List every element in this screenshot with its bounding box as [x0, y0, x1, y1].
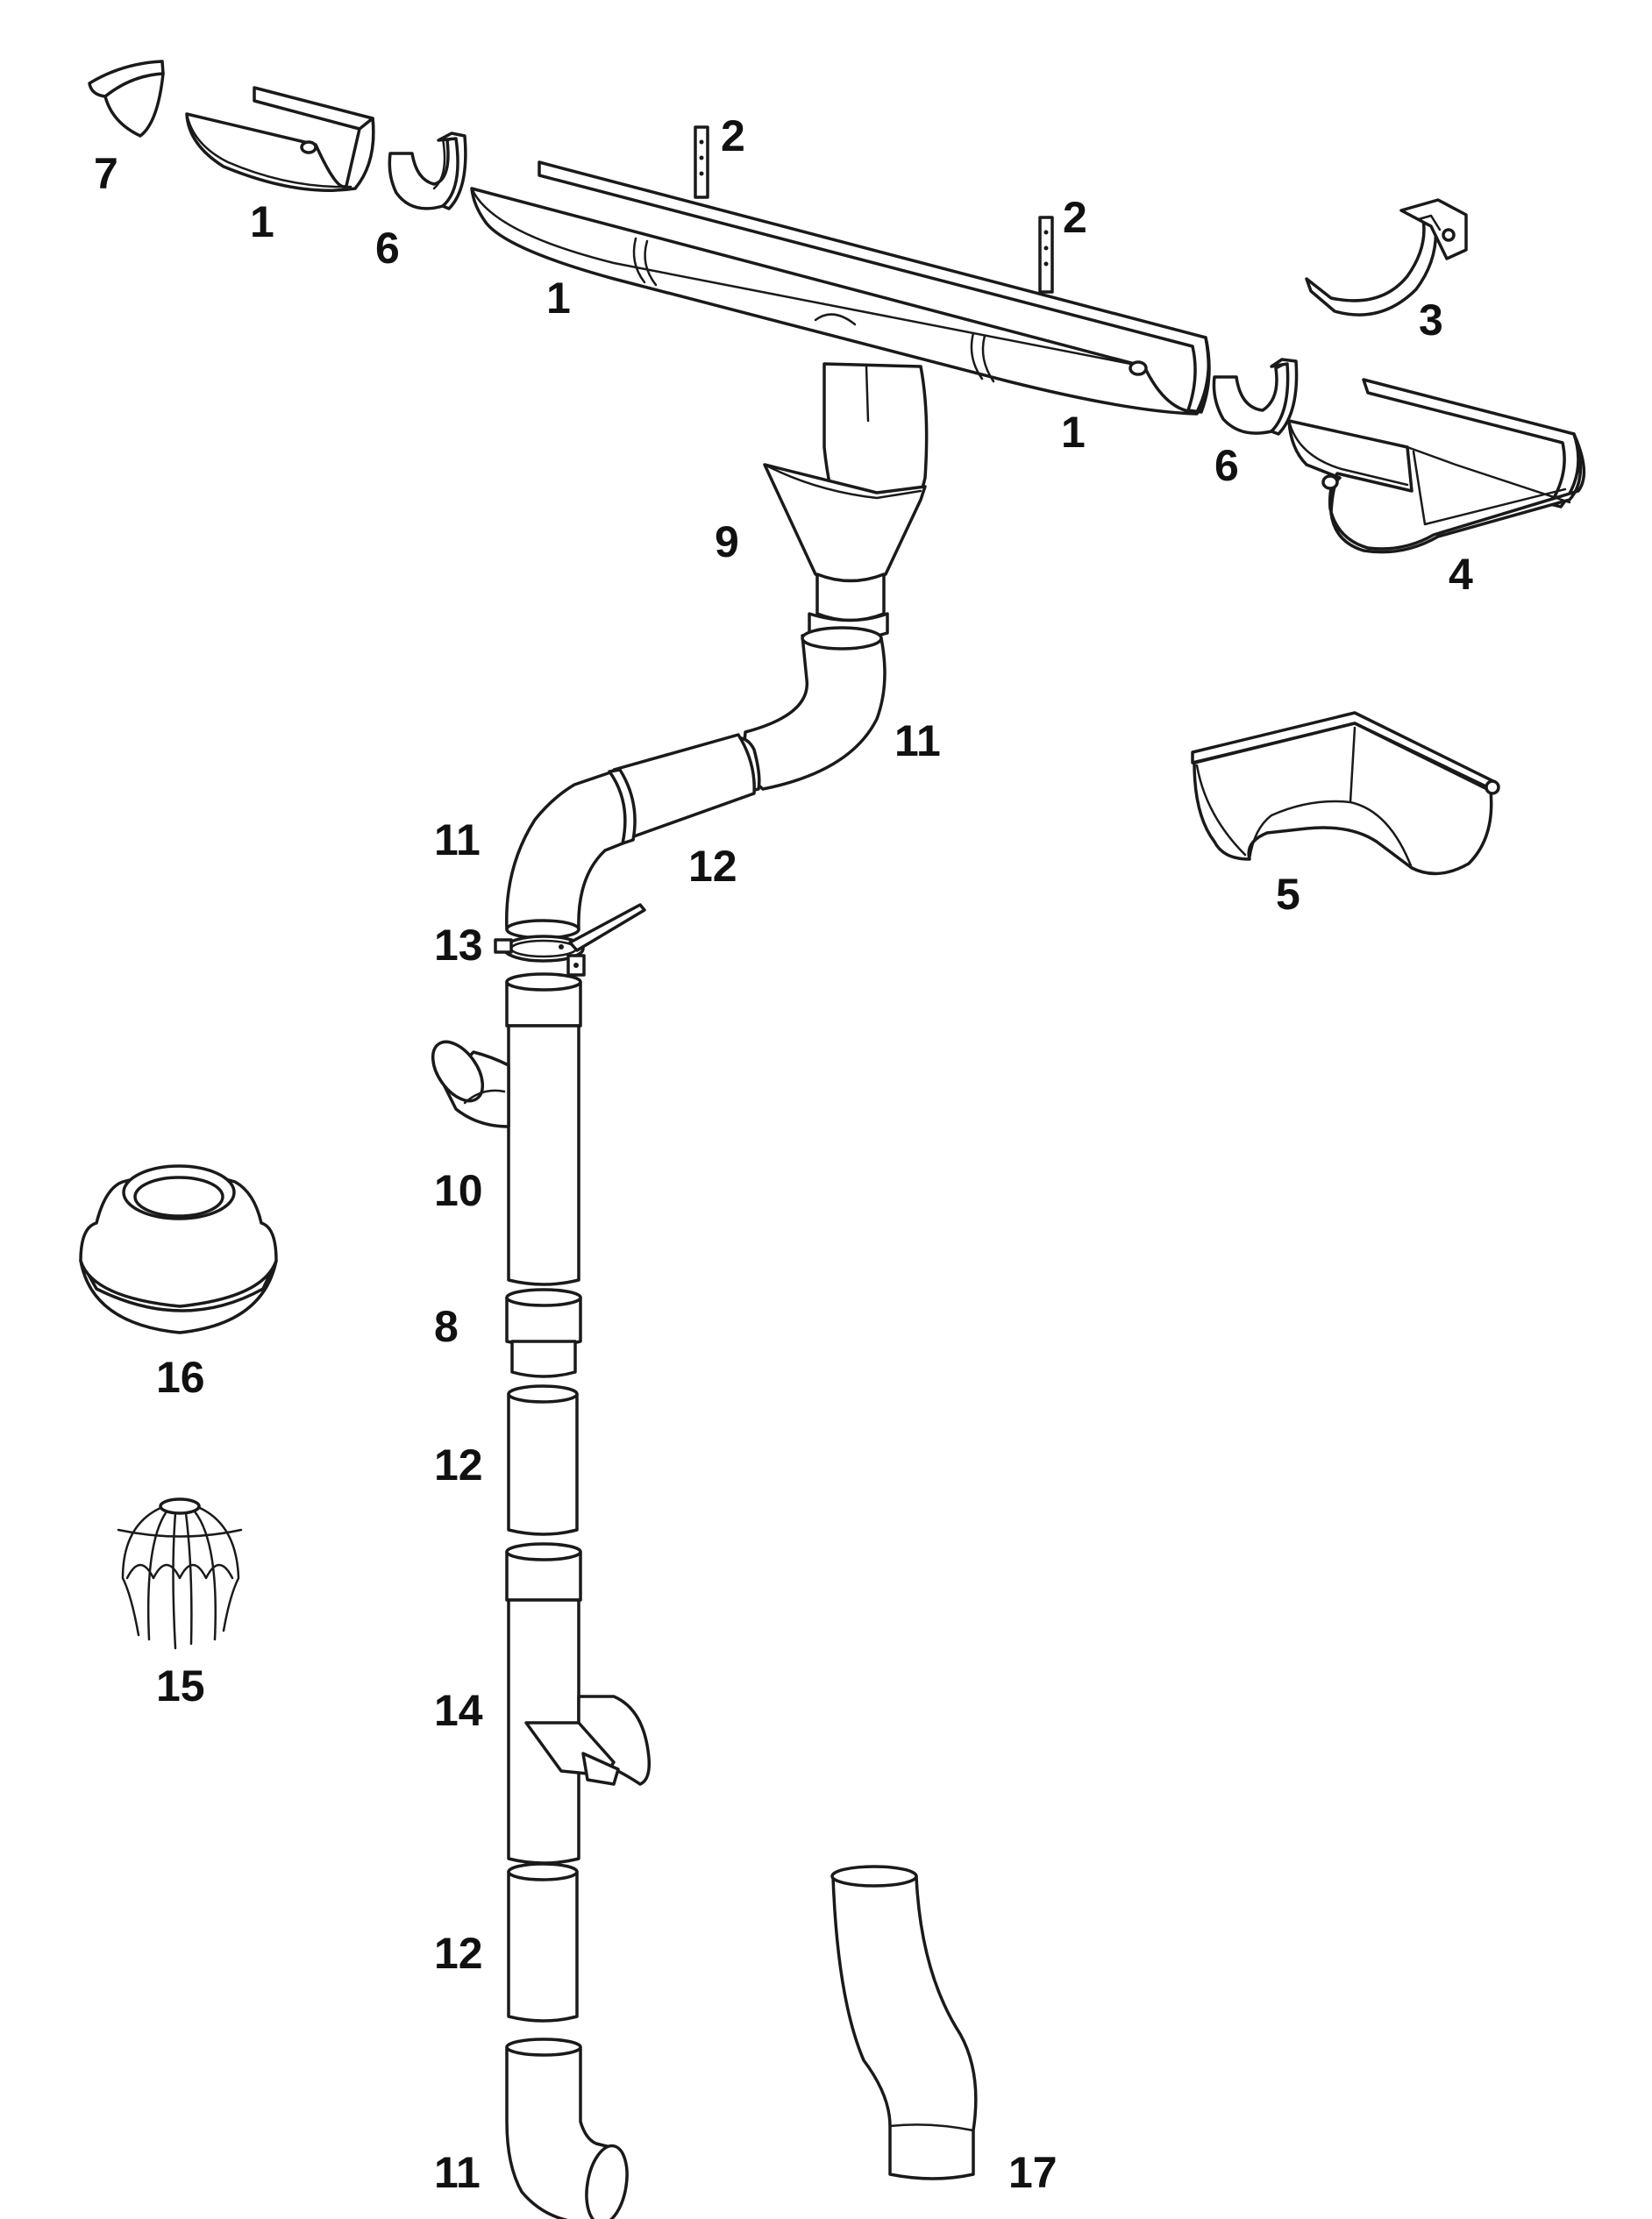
part-17-offset-bend [830, 1865, 978, 2180]
part-12-pipe-middle [507, 1384, 579, 1536]
label-2-left-bracket: 2 [721, 111, 745, 160]
label-1-long-gutter: 1 [546, 274, 571, 323]
part-6-gutter-connector-right [1212, 358, 1299, 436]
part-2-bracket-strap-a [694, 125, 709, 199]
part-11-elbow-lower [505, 2038, 629, 2219]
part-3-gutter-hook [1305, 198, 1468, 316]
part-12-pipe-lower [507, 1862, 579, 2023]
label-13: 13 [434, 921, 483, 970]
label-11-lower: 11 [434, 2148, 481, 2197]
label-5: 5 [1276, 870, 1300, 919]
part-2-bracket-strap-b [1038, 216, 1054, 294]
label-12-middle: 12 [434, 1440, 483, 1490]
part-11-elbow-upper [725, 626, 887, 792]
label-2-right-bracket: 2 [1063, 193, 1087, 242]
part-1-gutter-long [470, 160, 1211, 416]
part-5-gutter-corner-internal [1191, 711, 1500, 876]
label-6-right: 6 [1214, 441, 1239, 490]
label-16: 16 [156, 1353, 205, 1402]
part-14-rainwater-diverter [505, 1542, 652, 1865]
label-14: 14 [434, 1686, 483, 1735]
part-9-gutter-outlet [763, 362, 929, 641]
part-1-gutter-short [185, 86, 375, 192]
label-11-upper: 11 [894, 716, 941, 765]
label-12-diagonal: 12 [688, 842, 737, 891]
part-number-labels: 7 1 6 1 2 2 3 1 6 4 9 11 5 11 12 13 10 8… [94, 111, 1473, 2197]
part-11-elbow-middle [505, 768, 637, 940]
label-15: 15 [156, 1661, 205, 1710]
part-13-pipe-clamp [494, 903, 646, 977]
label-1-short-gutter: 1 [250, 197, 274, 246]
label-3: 3 [1419, 295, 1443, 345]
label-1-right-gutter: 1 [1061, 408, 1086, 457]
label-8: 8 [434, 1302, 459, 1351]
label-7: 7 [94, 149, 118, 198]
part-10-branch-pipe [431, 972, 582, 1286]
label-17: 17 [1008, 2148, 1057, 2197]
part-4-gutter-corner-external [1287, 378, 1586, 554]
label-12-lower: 12 [434, 1929, 483, 1978]
part-8-pipe-coupling [505, 1288, 582, 1378]
part-6-gutter-connector-left [388, 132, 467, 210]
part-7-end-cap [88, 60, 165, 138]
label-9: 9 [715, 517, 739, 566]
label-4: 4 [1449, 550, 1473, 599]
label-6-left: 6 [375, 224, 400, 273]
part-16-pipe-base-ring [79, 1164, 278, 1334]
label-11-middle: 11 [434, 815, 481, 864]
label-10: 10 [434, 1166, 483, 1215]
part-15-leaf-guard [117, 1497, 243, 1650]
